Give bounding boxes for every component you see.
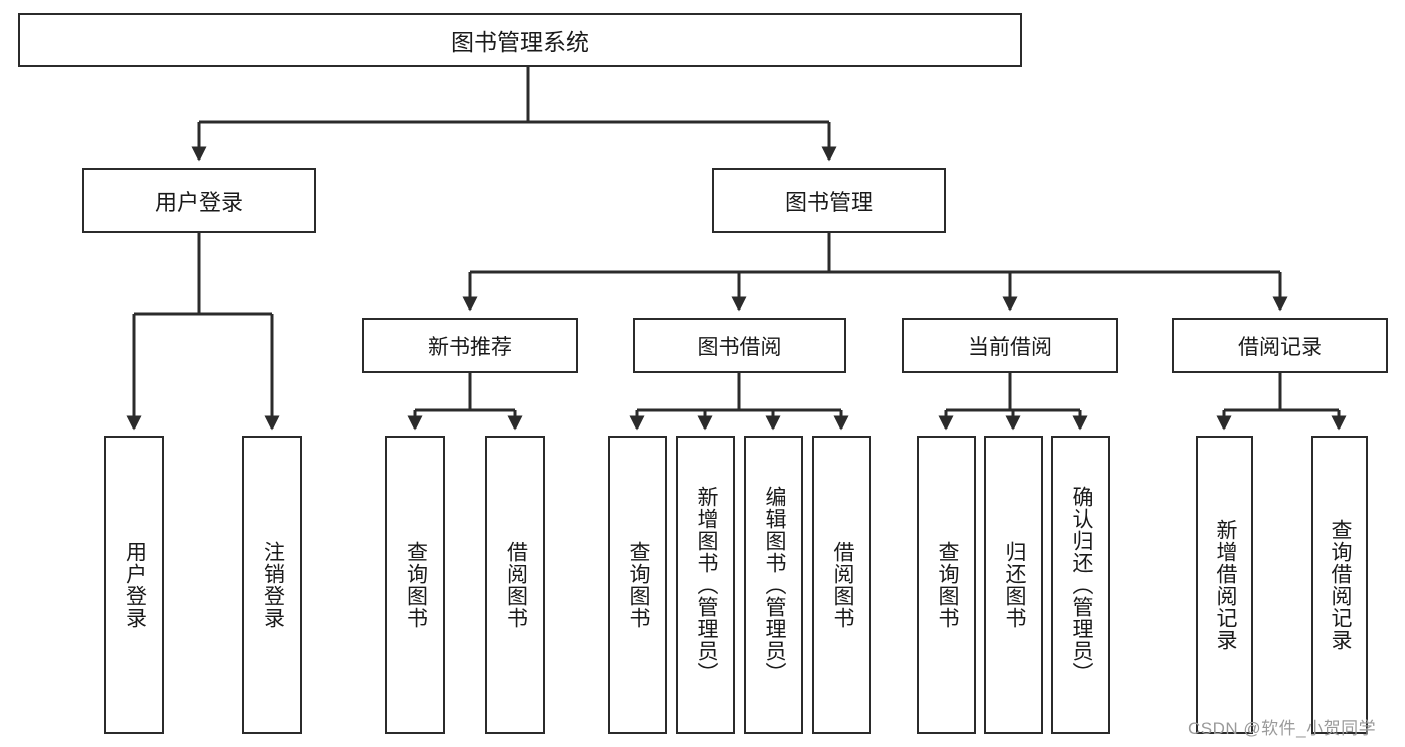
leaf-label: 新增图书（管理员） [694,486,718,684]
leaf-label: 查询借阅记录 [1328,519,1352,651]
leaf-borrow-book-1[interactable]: 借阅图书 [485,436,545,734]
leaf-add-book[interactable]: 新增图书（管理员） [676,436,735,734]
leaf-label: 查询图书 [626,541,650,629]
leaf-label: 新增借阅记录 [1213,519,1237,651]
leaf-query-book-1[interactable]: 查询图书 [385,436,445,734]
node-user-login[interactable]: 用户登录 [82,168,316,233]
leaf-confirm-return[interactable]: 确认归还（管理员） [1051,436,1110,734]
leaf-edit-book[interactable]: 编辑图书（管理员） [744,436,803,734]
leaf-add-record[interactable]: 新增借阅记录 [1196,436,1253,734]
leaf-label: 确认归还（管理员） [1069,486,1093,684]
leaf-logout[interactable]: 注销登录 [242,436,302,734]
node-root[interactable]: 图书管理系统 [18,13,1022,67]
leaf-label: 查询图书 [404,541,428,629]
node-book-borrow[interactable]: 图书借阅 [633,318,846,373]
leaf-label: 借阅图书 [504,541,528,629]
leaf-borrow-book-2[interactable]: 借阅图书 [812,436,871,734]
leaf-return-book[interactable]: 归还图书 [984,436,1043,734]
leaf-label: 借阅图书 [830,541,854,629]
node-current-borrow[interactable]: 当前借阅 [902,318,1118,373]
node-book-manage[interactable]: 图书管理 [712,168,946,233]
leaf-query-book-2[interactable]: 查询图书 [608,436,667,734]
leaf-label: 用户登录 [123,541,147,629]
node-borrow-record[interactable]: 借阅记录 [1172,318,1388,373]
watermark: CSDN @软件_小贺同学 [1188,719,1377,738]
node-new-book-recommend[interactable]: 新书推荐 [362,318,578,373]
leaf-label: 归还图书 [1002,541,1026,629]
leaf-label: 注销登录 [261,541,285,629]
leaf-user-login[interactable]: 用户登录 [104,436,164,734]
leaf-query-book-3[interactable]: 查询图书 [917,436,976,734]
leaf-label: 编辑图书（管理员） [762,486,786,684]
leaf-query-record[interactable]: 查询借阅记录 [1311,436,1368,734]
leaf-label: 查询图书 [935,541,959,629]
